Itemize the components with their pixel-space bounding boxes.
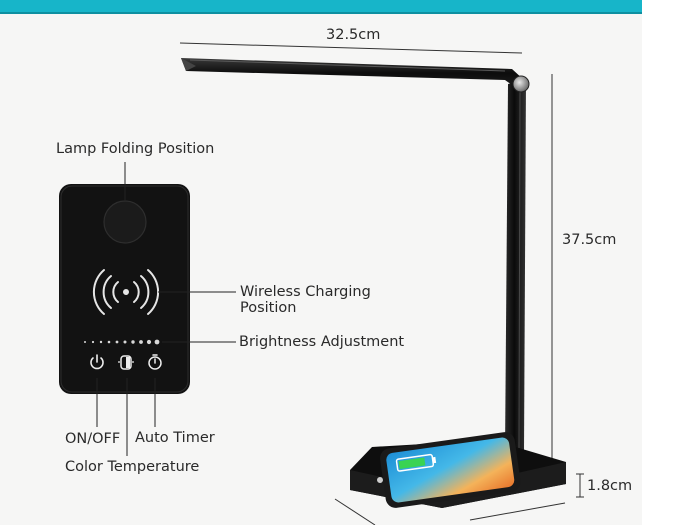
wireless-charging-label-line1: Wireless Charging <box>240 284 371 300</box>
color-temperature-icon <box>118 355 134 370</box>
timer-icon <box>148 354 162 370</box>
on-off-label: ON/OFF <box>65 431 121 447</box>
right-margin <box>642 0 700 525</box>
lamp-folding-position-label: Lamp Folding Position <box>56 141 215 157</box>
height-label: 37.5cm <box>562 232 617 248</box>
top-hinge-knob <box>512 75 530 93</box>
lamp-arm <box>181 58 524 88</box>
top-accent-bar <box>0 0 642 12</box>
auto-timer-label: Auto Timer <box>135 430 215 446</box>
callout-lines <box>96 162 236 456</box>
base-depth-lines <box>334 498 566 525</box>
lamp-pole <box>505 80 526 452</box>
brightness-adjustment-label: Brightness Adjustment <box>239 334 405 350</box>
arm-length-label: 32.5cm <box>326 27 381 43</box>
wireless-charging-label-line2: Position <box>240 300 297 316</box>
folding-hinge-circle <box>103 200 147 244</box>
color-temperature-label: Color Temperature <box>65 459 200 475</box>
width-dimension-line <box>179 42 523 54</box>
base-dimension-line <box>576 473 584 498</box>
base-height-label: 1.8cm <box>587 478 633 494</box>
smartphone <box>380 432 521 508</box>
top-accent-line <box>0 12 642 14</box>
control-panel-closeup <box>59 184 190 394</box>
brightness-dots <box>84 339 160 345</box>
power-icon <box>90 354 104 370</box>
